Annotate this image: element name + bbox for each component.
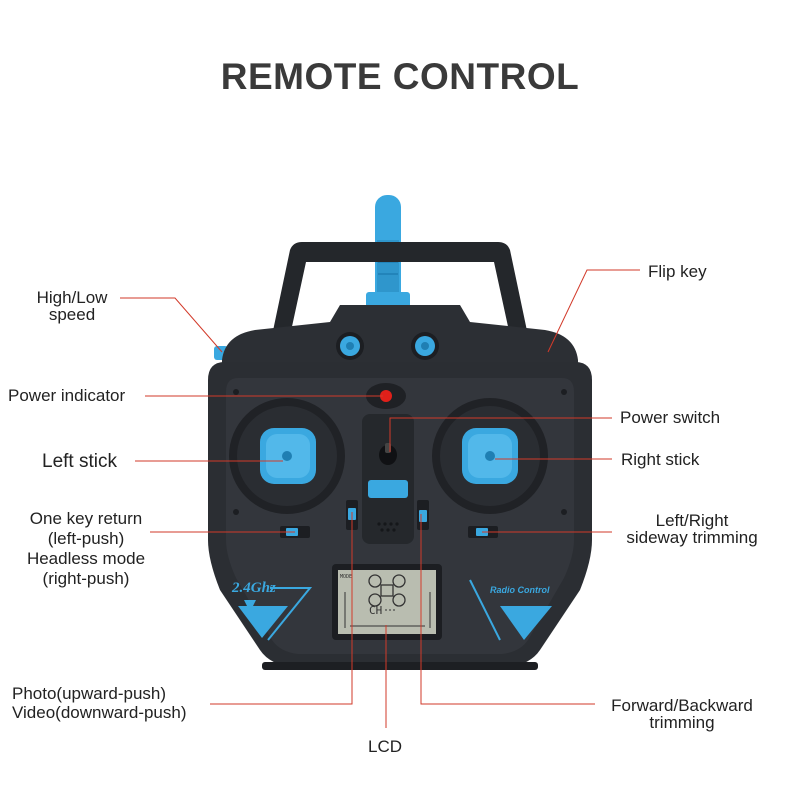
label-high-low-speed-line1: High/Low: [36, 288, 108, 307]
label-high-low-speed-line2: speed: [48, 305, 96, 324]
right-swoosh-line: [469, 579, 501, 641]
leader-forward-backward: [420, 514, 595, 705]
label-right-stick: Right stick: [621, 450, 700, 469]
label-sideway-trimming-line2: sideway trimming: [626, 528, 758, 547]
power-indicator-led: [366, 383, 406, 409]
label-headless-mode-line1: Headless mode: [26, 549, 146, 568]
power-switch-slider[interactable]: [368, 480, 408, 498]
forward-backward-trim-switch[interactable]: [417, 500, 429, 530]
label-photo-video: Photo(upward-push) Video(downward-push): [12, 685, 187, 721]
left-top-knob[interactable]: [336, 332, 364, 360]
label-power-switch: Power switch: [620, 408, 721, 427]
label-one-key-return: One key return (left-push) Headless mode…: [6, 510, 166, 587]
label-left-stick: Left stick: [42, 451, 117, 472]
label-flip-key: Flip key: [648, 262, 707, 281]
label-sideway-trimming: Left/Right sideway trimming: [612, 512, 772, 546]
leader-high-low-speed: [120, 297, 223, 353]
label-forward-backward-trimming: Forward/Backward trimming: [598, 697, 766, 731]
left-stick[interactable]: [229, 398, 345, 514]
label-lcd: LCD: [368, 737, 403, 756]
speaker-grille: [377, 522, 399, 532]
label-one-key-return-line2: (left-push): [47, 529, 125, 548]
label-forward-backward-line2: trimming: [649, 713, 715, 732]
label-forward-backward-line1: Forward/Backward: [611, 696, 753, 715]
lcd-screen: [332, 564, 442, 640]
leader-flip-key: [547, 269, 640, 353]
label-sideway-trimming-line1: Left/Right: [655, 511, 729, 530]
left-swoosh-line: [267, 587, 313, 641]
label-photo-line: Photo(upward-push): [12, 684, 167, 703]
center-panel: [362, 414, 414, 544]
label-one-key-return-line1: One key return: [29, 509, 143, 528]
band-label: 2.4Ghz: [231, 580, 276, 596]
label-high-low-speed: High/Low speed: [22, 289, 122, 323]
lcd-mode-label: MODE: [340, 574, 352, 580]
brand-label: Radio Control: [490, 585, 550, 595]
leader-photo-video: [210, 512, 353, 705]
left-blue-swoosh: [238, 600, 288, 638]
top-deck: [222, 305, 578, 370]
label-video-line: Video(downward-push): [12, 703, 187, 722]
right-blue-swoosh: [500, 606, 552, 640]
leader-lines: [120, 269, 640, 728]
leader-power-switch: [389, 417, 612, 452]
page-title: REMOTE CONTROL: [220, 56, 580, 97]
label-headless-mode-line2: (right-push): [42, 569, 130, 588]
carry-handle: [270, 242, 530, 345]
lcd-ch-label: CH: [369, 604, 382, 617]
right-top-knob[interactable]: [411, 332, 439, 360]
label-power-indicator: Power indicator: [8, 386, 126, 405]
right-stick[interactable]: [432, 398, 548, 514]
